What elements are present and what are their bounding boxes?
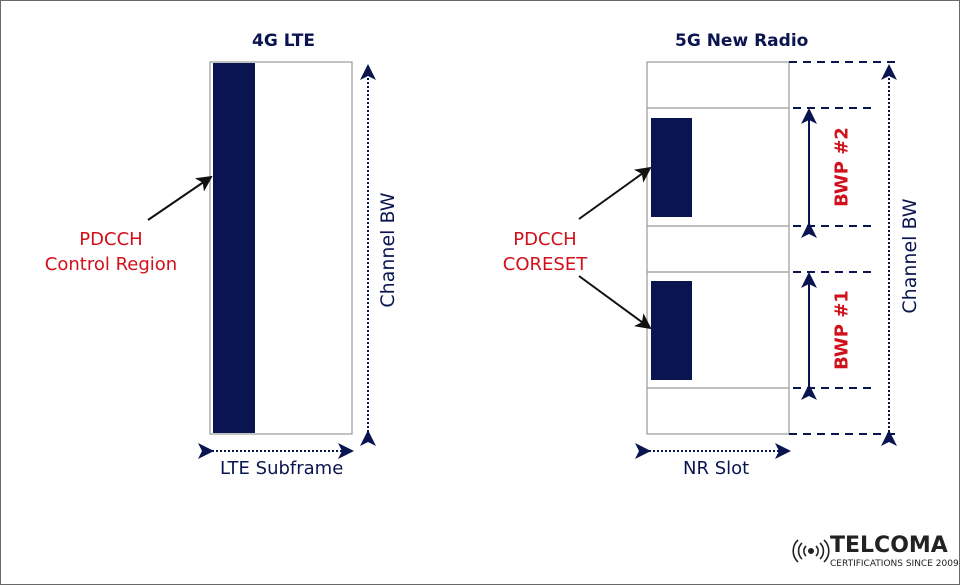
nr-title: 5G New Radio (675, 31, 809, 51)
nr-coreset-bwp1 (651, 281, 692, 380)
lte-pdcch-region (213, 63, 255, 433)
lte-subframe-label: LTE Subframe (220, 458, 344, 479)
logo-tagline: CERTIFICATIONS SINCE 2009 (830, 559, 959, 569)
lte-pdcch-annotation: PDCCH Control Region (36, 227, 186, 277)
lte-annotation-arrow (147, 175, 213, 221)
nr-coreset-bwp2 (651, 118, 692, 217)
nr-annotation-line1: PDCCH (513, 229, 577, 250)
nr-pdcch-annotation: PDCCH CORESET (490, 227, 600, 277)
nr-channel-bw-label: Channel BW (899, 198, 921, 314)
nr-annotation-arrow-bottom (578, 275, 652, 330)
nr-slot-label: NR Slot (683, 458, 750, 479)
radio-waves-icon (792, 539, 830, 563)
nr-dashed-guides (789, 61, 895, 435)
lte-subframe-grid (209, 61, 353, 435)
nr-annotation-line2: CORESET (502, 254, 588, 275)
lte-annotation-line2: Control Region (44, 254, 178, 275)
lte-title: 4G LTE (252, 31, 315, 51)
bwp1-label: BWP #1 (831, 290, 853, 370)
nr-slot-grid (646, 61, 790, 435)
logo-name: TELCOMA (830, 533, 948, 558)
lte-annotation-line1: PDCCH (79, 229, 143, 250)
bwp2-label: BWP #2 (831, 127, 853, 207)
nr-annotation-arrow-top (578, 166, 652, 220)
lte-channel-bw-label: Channel BW (377, 192, 399, 308)
